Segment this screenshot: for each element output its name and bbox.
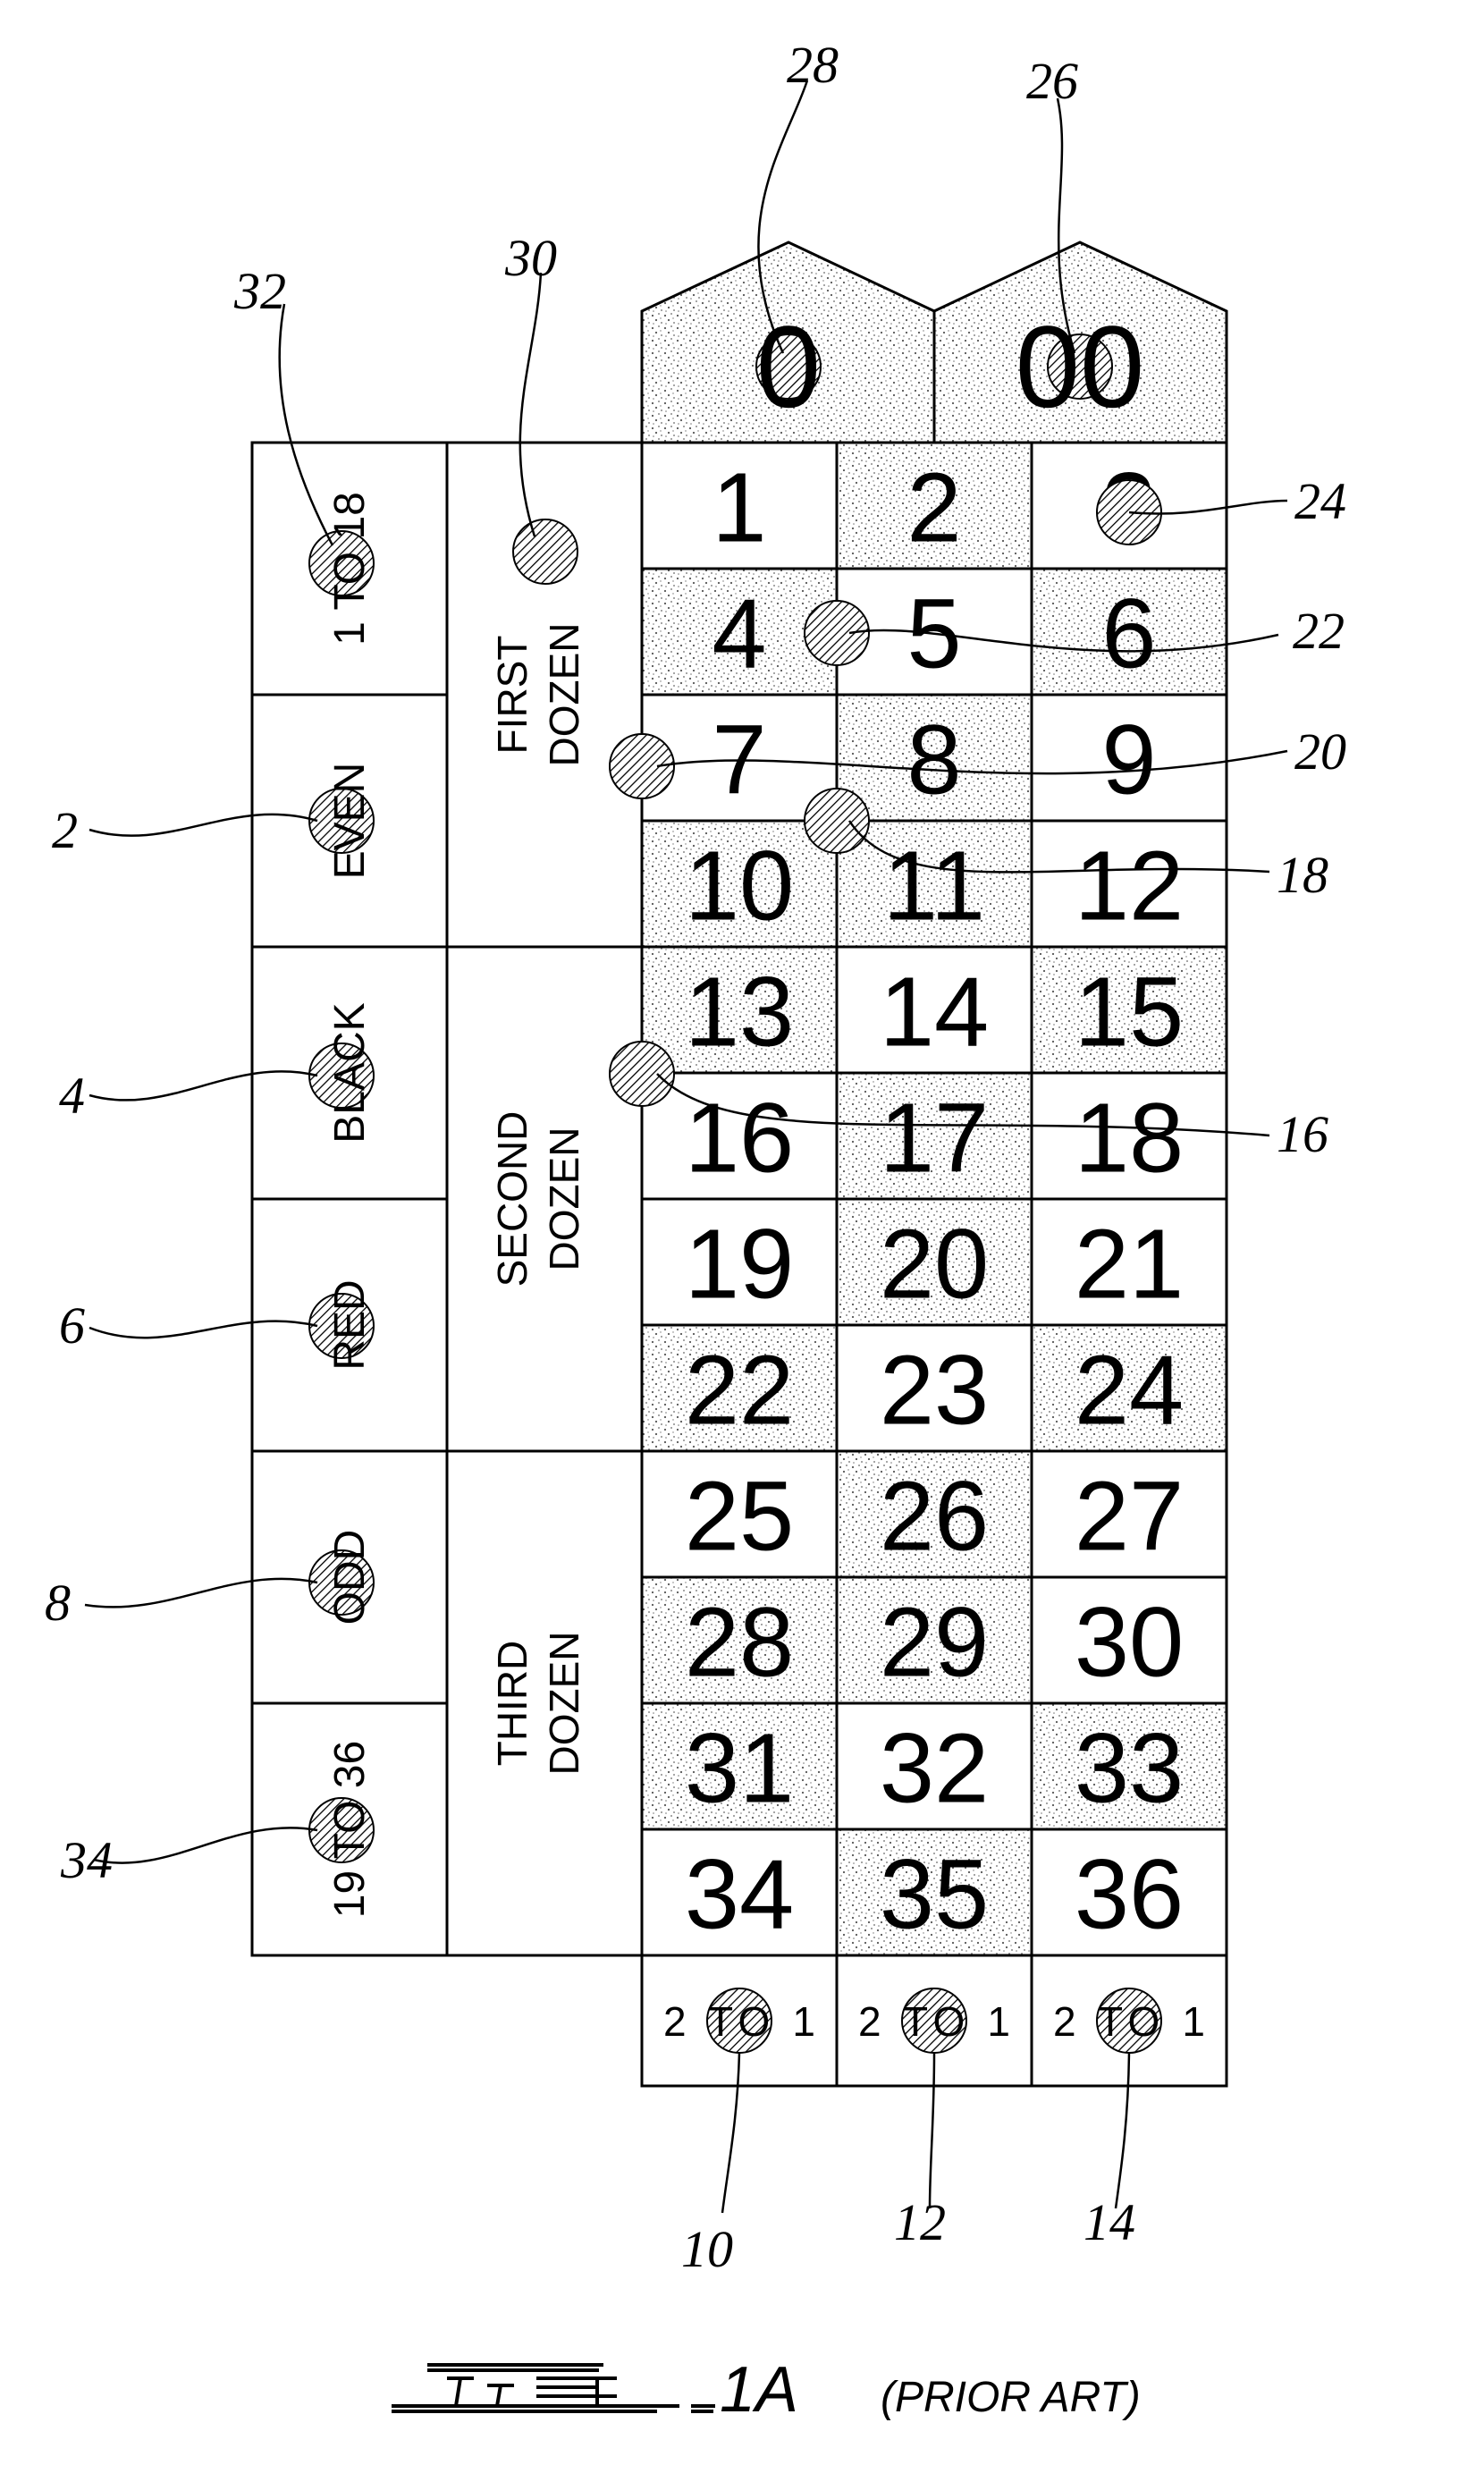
ref-label-8: 8 <box>45 1574 71 1632</box>
first-dozen-line2: DOZEN <box>541 623 587 767</box>
number-label-30: 30 <box>1075 1588 1184 1698</box>
double-zero-label: 00 <box>1016 301 1145 432</box>
number-label-12: 12 <box>1075 832 1184 941</box>
ref-label-24: 24 <box>1294 472 1346 530</box>
number-label-8: 8 <box>906 705 961 815</box>
number-label-27: 27 <box>1075 1462 1184 1572</box>
number-label-20: 20 <box>880 1210 989 1320</box>
chip-marker-18 <box>805 789 869 853</box>
zero-section: 0 00 <box>642 242 1227 443</box>
zero-label: 0 <box>756 301 821 432</box>
ref-label-26: 26 <box>1026 52 1078 110</box>
bet-even-label: EVEN <box>326 763 374 880</box>
number-label-10: 10 <box>685 832 794 941</box>
number-label-24: 24 <box>1075 1336 1184 1446</box>
second-dozen-line1: SECOND <box>489 1111 535 1287</box>
number-label-31: 31 <box>685 1714 794 1824</box>
column-bet-3-label: 2 TO 1 <box>1053 1998 1205 2045</box>
number-label-14: 14 <box>880 958 989 1068</box>
number-label-19: 19 <box>685 1210 794 1320</box>
figure-number: 1A <box>720 2354 798 2426</box>
number-label-28: 28 <box>685 1588 794 1698</box>
third-dozen-line1: THIRD <box>489 1641 535 1767</box>
number-grid: 1234567891011121314151617181920212223242… <box>642 443 1227 1955</box>
second-dozen-line2: DOZEN <box>541 1127 587 1271</box>
number-label-9: 9 <box>1101 705 1156 815</box>
ref-label-32: 32 <box>233 262 286 320</box>
number-label-25: 25 <box>685 1462 794 1572</box>
number-label-32: 32 <box>880 1714 989 1824</box>
fig-stylized-mark <box>392 2365 715 2411</box>
number-label-33: 33 <box>1075 1714 1184 1824</box>
number-label-35: 35 <box>880 1840 989 1950</box>
ref-label-12: 12 <box>894 2193 946 2251</box>
number-label-16: 16 <box>685 1084 794 1194</box>
ref-label-16: 16 <box>1277 1105 1328 1163</box>
chip-marker-30 <box>513 519 578 584</box>
number-label-23: 23 <box>880 1336 989 1446</box>
ref-label-22: 22 <box>1293 602 1345 660</box>
ref-label-6: 6 <box>59 1296 85 1355</box>
ref-label-28: 28 <box>787 36 839 94</box>
ref-label-2: 2 <box>52 801 78 859</box>
first-dozen-line1: FIRST <box>489 636 535 755</box>
ref-label-18: 18 <box>1277 846 1328 904</box>
ref-label-20: 20 <box>1294 722 1346 781</box>
ref-label-34: 34 <box>60 1831 113 1889</box>
bet-red-label: RED <box>326 1279 374 1370</box>
column-bet-1-label: 2 TO 1 <box>663 1998 815 2045</box>
number-label-29: 29 <box>880 1588 989 1698</box>
outside-bets-column: 1 TO 18 EVEN BLACK RED ODD 19 TO 36 <box>252 443 447 1955</box>
number-label-1: 1 <box>712 453 766 563</box>
ref-label-4: 4 <box>59 1067 85 1125</box>
number-label-11: 11 <box>883 832 985 941</box>
dozens-column: FIRST DOZEN SECOND DOZEN THIRD DOZEN <box>447 443 642 1955</box>
figure-caption: 1A (PRIOR ART) <box>392 2354 1141 2426</box>
number-label-21: 21 <box>1075 1210 1184 1320</box>
number-label-17: 17 <box>880 1084 989 1194</box>
number-label-22: 22 <box>685 1336 794 1446</box>
number-label-6: 6 <box>1101 579 1156 689</box>
ref-label-10: 10 <box>681 2220 733 2278</box>
chip-marker-22 <box>805 601 869 665</box>
number-label-34: 34 <box>685 1840 794 1950</box>
ref-label-30: 30 <box>504 229 557 287</box>
ref-label-14: 14 <box>1083 2193 1135 2251</box>
bet-black-label: BLACK <box>326 1002 374 1143</box>
number-label-2: 2 <box>906 453 961 563</box>
bet-1-to-18-label: 1 TO 18 <box>326 492 374 646</box>
bet-19-to-36-label: 19 TO 36 <box>326 1741 374 1918</box>
number-label-4: 4 <box>712 579 766 689</box>
third-dozen-line2: DOZEN <box>541 1632 587 1776</box>
number-label-26: 26 <box>880 1462 989 1572</box>
number-label-36: 36 <box>1075 1840 1184 1950</box>
prior-art-note: (PRIOR ART) <box>881 2374 1141 2421</box>
column-bet-2-label: 2 TO 1 <box>858 1998 1010 2045</box>
chip-marker-16 <box>610 1042 674 1106</box>
number-label-18: 18 <box>1075 1084 1184 1194</box>
bet-odd-label: ODD <box>326 1530 374 1625</box>
number-label-15: 15 <box>1075 958 1184 1068</box>
number-label-13: 13 <box>685 958 794 1068</box>
